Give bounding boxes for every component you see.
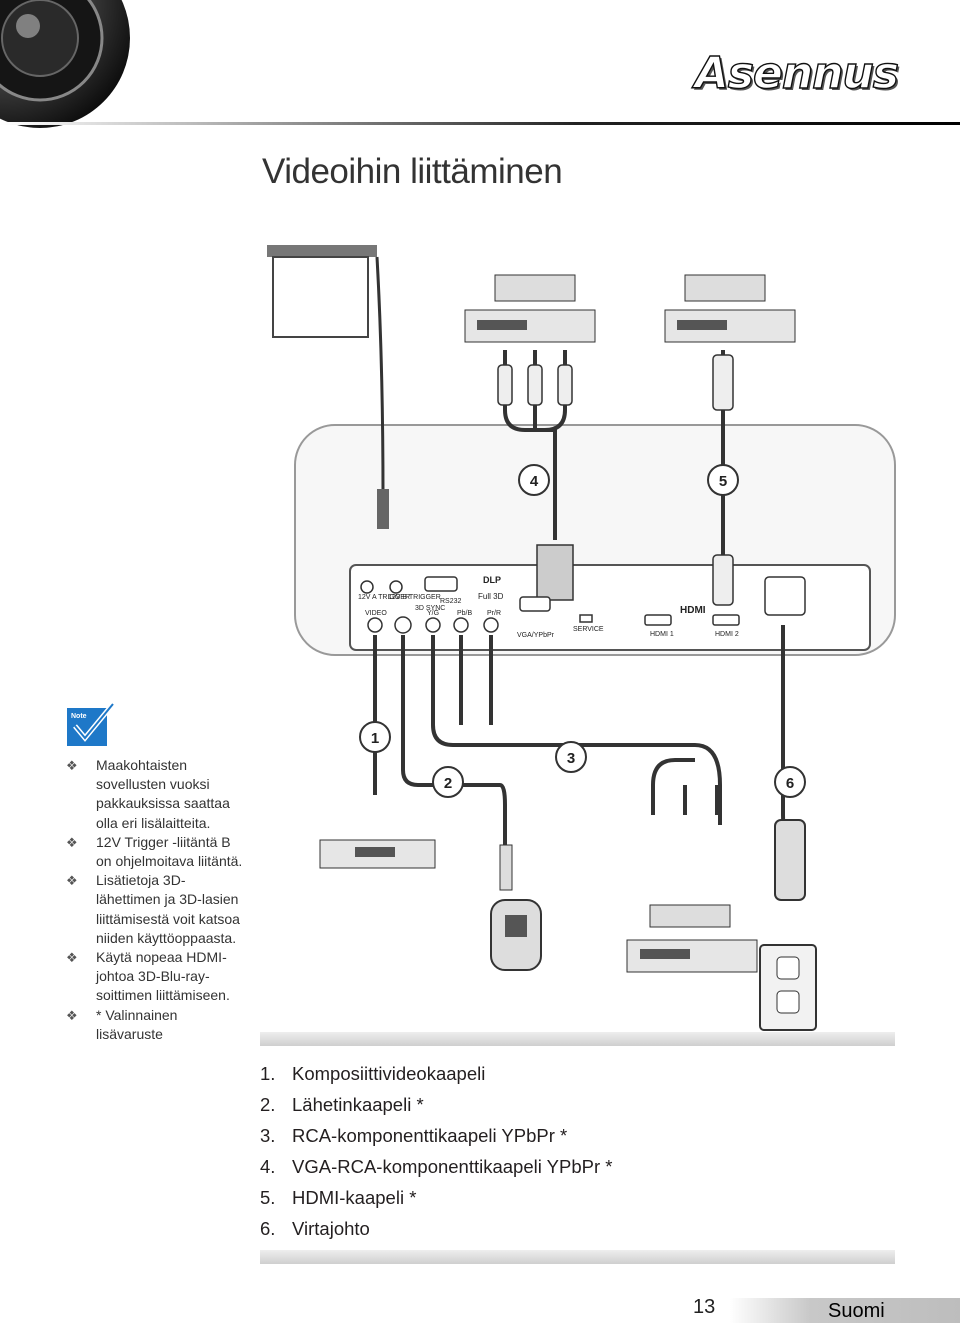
callout-4: 4 [518, 464, 550, 496]
svg-text:Pr/R: Pr/R [487, 610, 501, 617]
svg-text:Pb/B: Pb/B [457, 610, 473, 617]
svg-text:Full 3D: Full 3D [478, 592, 504, 601]
diamond-bullet-icon: ❖ [66, 834, 78, 850]
svg-text:5: 5 [719, 473, 727, 490]
rear-panel-labels: 12V A TRIGGER 12V B TRIGGER 3D SYNC RS23… [358, 575, 739, 639]
footer-bar [730, 1298, 960, 1323]
legend-item: 3.RCA-komponenttikaapeli YPbPr * [260, 1125, 568, 1146]
legend-item: 2.Lähetinkaapeli * [260, 1094, 424, 1115]
legend-item: 6.Virtajohto [260, 1218, 370, 1239]
legend-bottom-bar [260, 1250, 895, 1264]
callout-5: 5 [707, 464, 739, 496]
svg-text:HDMI: HDMI [680, 605, 706, 616]
page-number: 13 [693, 1296, 716, 1318]
svg-text:3D SYNC: 3D SYNC [415, 605, 445, 612]
note-icon: Note [67, 702, 115, 746]
cable-legend: 1.Komposiittivideokaapeli 2.Lähetinkaape… [260, 1058, 612, 1244]
section-title: Asennus [694, 47, 900, 99]
svg-text:RS232: RS232 [440, 598, 462, 605]
dvd-player-top-left [464, 274, 596, 343]
connection-diagram: 4 5 12V A TRIGGER 12V B TRIGGER 3D SYNC … [267, 245, 896, 1031]
svg-text:1: 1 [371, 730, 379, 747]
svg-text:VGA/YPbPr: VGA/YPbPr [517, 632, 555, 639]
callout-1: 1 [359, 721, 391, 753]
svg-text:VIDEO: VIDEO [365, 610, 387, 617]
lens-graphic [0, 0, 130, 128]
callout-2: 2 [432, 766, 464, 798]
power-plug-outlet [759, 819, 817, 1031]
svg-text:Y/G: Y/G [427, 610, 439, 617]
3d-emitter [490, 844, 542, 971]
dvd-player-top-right [664, 274, 796, 343]
diamond-bullet-icon: ❖ [66, 950, 78, 966]
note-item: ❖Lisätietoja 3D-lähettimen ja 3D-lasien … [66, 872, 240, 946]
diamond-bullet-icon: ❖ [66, 758, 78, 773]
notes-list: ❖Maakohtaisten sovellusten vuoksi pakkau… [66, 756, 246, 1044]
dvd-player-bottom [626, 904, 758, 973]
legend-item: 1.Komposiittivideokaapeli [260, 1063, 486, 1084]
svg-text:SERVICE: SERVICE [573, 626, 604, 633]
callout-3: 3 [555, 741, 587, 773]
svg-text:4: 4 [530, 473, 539, 490]
svg-text:HDMI 2: HDMI 2 [715, 631, 739, 638]
footer-language: Suomi [828, 1300, 885, 1322]
note-item: ❖12V Trigger -liitäntä B on ohjelmoitava… [66, 833, 243, 870]
vcr-bottom-left [319, 839, 436, 869]
legend-item: 4.VGA-RCA-komponenttikaapeli YPbPr * [260, 1156, 613, 1177]
diamond-bullet-icon: ❖ [66, 873, 78, 889]
legend-top-bar [260, 1032, 895, 1046]
note-item: ❖* Valinnainen lisävaruste [66, 1006, 178, 1042]
svg-text:12V A TRIGGER: 12V A TRIGGER [358, 594, 410, 601]
svg-text:6: 6 [786, 775, 794, 792]
svg-text:12V B TRIGGER: 12V B TRIGGER [388, 594, 441, 601]
legend-item: 5.HDMI-kaapeli * [260, 1187, 417, 1208]
note-item: ❖Maakohtaisten sovellusten vuoksi pakkau… [66, 757, 230, 831]
svg-text:Note: Note [71, 713, 87, 720]
callout-6: 6 [774, 766, 806, 798]
diamond-bullet-icon: ❖ [66, 1007, 78, 1023]
header-divider [0, 122, 960, 125]
svg-text:2: 2 [444, 775, 452, 792]
svg-text:3: 3 [567, 750, 575, 767]
svg-text:DLP: DLP [483, 575, 501, 585]
note-item: ❖Käytä nopeaa HDMI-johtoa 3D-Blu-ray-soi… [66, 949, 230, 1004]
projection-screen [267, 245, 389, 529]
page-title: Videoihin liittäminen [262, 152, 563, 191]
svg-text:HDMI 1: HDMI 1 [650, 631, 674, 638]
